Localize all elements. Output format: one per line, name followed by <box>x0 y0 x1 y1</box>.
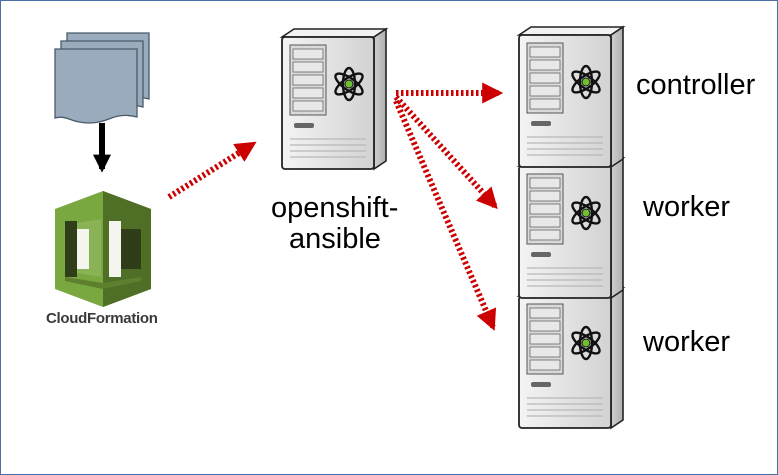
worker2-server-icon <box>517 286 625 430</box>
controller-label: controller <box>636 69 756 101</box>
ansible-label-line1: openshift- <box>271 192 399 224</box>
ansible-to-worker2-arrow <box>393 99 497 331</box>
controller-server-icon <box>517 25 625 169</box>
stacked-documents-icon <box>54 32 150 124</box>
worker2-label: worker <box>643 326 731 358</box>
worker1-server-icon <box>517 156 625 300</box>
aws-cloudformation-icon <box>55 191 151 307</box>
cloudformation-to-ansible-arrow <box>167 141 257 200</box>
ansible-label-line2: ansible <box>289 223 381 255</box>
cloudformation-label: CloudFormation <box>46 310 158 327</box>
ansible-to-worker1-arrow <box>393 94 498 210</box>
ansible-server-icon <box>280 27 388 171</box>
worker1-label: worker <box>643 191 731 223</box>
